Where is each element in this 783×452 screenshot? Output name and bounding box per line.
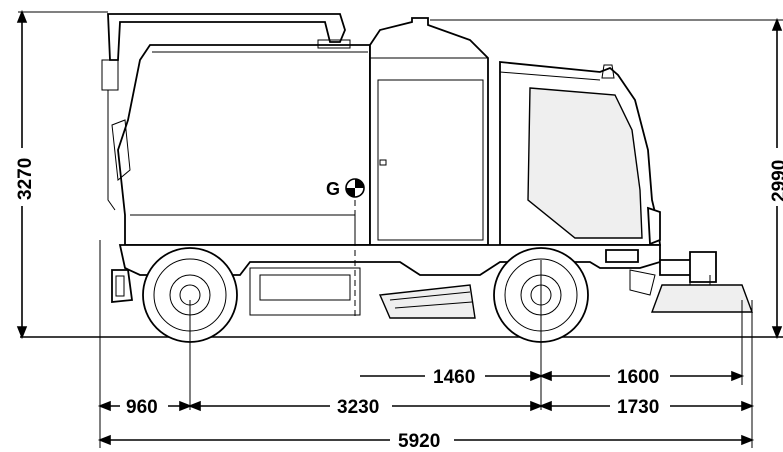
service-door [377, 79, 484, 241]
dimension-labels: 3270 2990 1460 1600 960 3230 1730 5920 [8, 148, 783, 452]
center-brush-skirt [378, 284, 476, 319]
overall-height-label: 3270 [15, 158, 36, 200]
axle-to-brush-label: 1460 [433, 367, 475, 388]
center-of-gravity-marker [345, 178, 365, 198]
windscreen [527, 87, 643, 239]
brush-extension-label: 1600 [617, 367, 659, 388]
overall-length-label: 5920 [398, 431, 440, 452]
reference-lines [18, 11, 783, 448]
wheelbase-label: 3230 [337, 397, 379, 418]
rear-overhang-label: 1730 [617, 397, 659, 418]
front-overhang-label: 960 [126, 397, 158, 418]
engine-module [369, 17, 489, 246]
center-of-gravity-label: G [326, 179, 340, 199]
cab-height-label: 2990 [769, 160, 783, 202]
sweeper-vehicle: G [101, 13, 754, 343]
